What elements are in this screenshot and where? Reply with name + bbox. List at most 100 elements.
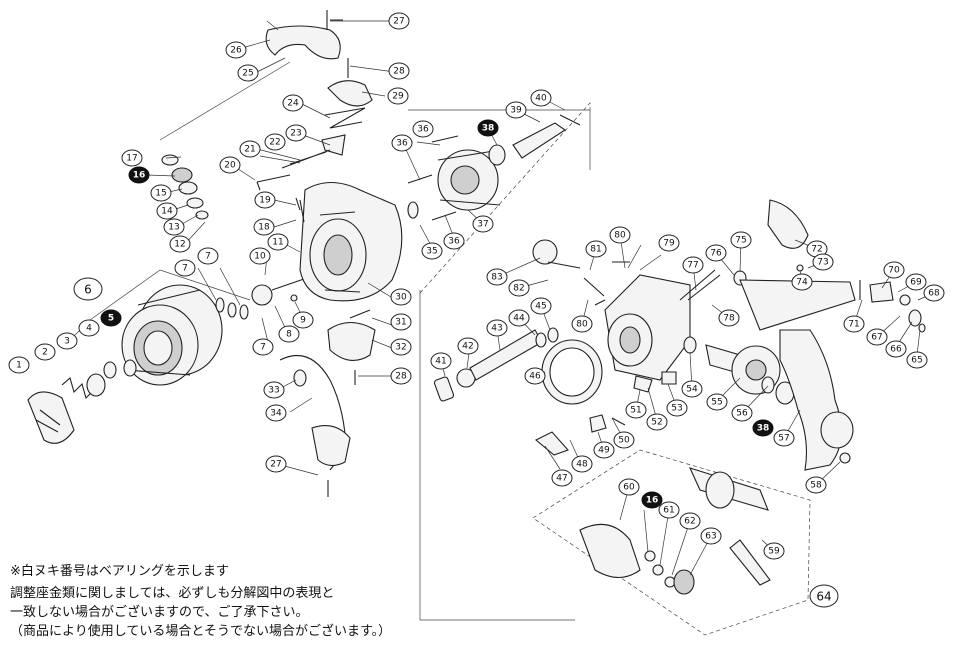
part-label-44: 44: [508, 309, 530, 327]
part-number: 26: [230, 46, 242, 56]
part-number: 80: [576, 320, 588, 330]
part-label-66: 66: [885, 340, 907, 358]
part-label-57: 57: [773, 429, 795, 447]
part-label-1: 1: [8, 356, 30, 374]
part-label-7: 7: [174, 259, 196, 277]
part-number: 38: [757, 424, 770, 434]
part-number: 50: [618, 436, 630, 446]
part-label-60: 60: [618, 478, 640, 496]
part-number: 46: [529, 372, 541, 382]
part-label-42: 42: [457, 337, 479, 355]
part-number: 64: [816, 590, 831, 604]
part-label-83: 83: [486, 268, 508, 286]
part-number: 36: [448, 237, 460, 247]
spool-part: [121, 284, 223, 386]
part-number: 59: [768, 547, 780, 557]
part-label-31: 31: [390, 313, 412, 331]
part-label-64: 64: [809, 584, 839, 608]
part-number: 4: [86, 324, 92, 334]
part-number: 22: [269, 138, 280, 148]
part-number: 34: [270, 409, 282, 419]
part-label-37: 37: [472, 215, 494, 233]
part-number: 78: [723, 314, 735, 324]
part-label-16: 16: [128, 166, 150, 184]
part-label-52: 52: [646, 413, 668, 431]
part-number: 75: [735, 236, 746, 246]
part-label-73: 73: [812, 253, 834, 271]
part-number: 29: [392, 92, 404, 102]
pinion-gear-part: [512, 122, 566, 159]
part-number: 3: [64, 337, 70, 347]
part-number: 8: [286, 330, 292, 340]
part-label-48: 48: [571, 455, 593, 473]
part-label-29: 29: [387, 87, 409, 105]
part-label-67: 67: [866, 328, 888, 346]
part-label-23: 23: [285, 124, 307, 142]
part-label-8: 8: [278, 325, 300, 343]
part-number: 56: [736, 409, 748, 419]
part-number: 12: [174, 240, 185, 250]
part-label-26: 26: [225, 41, 247, 59]
part-number: 51: [630, 406, 641, 416]
body-cover-part: [437, 149, 501, 211]
part-label-11: 11: [267, 233, 289, 251]
part-label-36: 36: [412, 120, 434, 138]
part-label-46: 46: [524, 367, 546, 385]
part-label-3: 3: [56, 332, 78, 350]
part-number: 7: [260, 343, 266, 353]
part-label-35: 35: [421, 242, 443, 260]
part-label-38: 38: [752, 419, 774, 437]
part-label-24: 24: [282, 94, 304, 112]
part-number: 45: [535, 302, 546, 312]
part-number: 10: [254, 252, 266, 262]
part-number: 14: [161, 207, 173, 217]
part-label-14: 14: [156, 202, 178, 220]
part-number: 23: [290, 129, 301, 139]
washer-note-line-2: 一致しない場合がございますので、ご了承下さい。: [10, 605, 309, 620]
bail-arm-part: [265, 25, 341, 60]
part-number: 2: [42, 348, 48, 358]
part-label-69: 69: [905, 273, 927, 291]
part-number: 27: [393, 17, 404, 27]
part-label-81: 81: [585, 240, 607, 258]
part-number: 72: [811, 245, 822, 255]
part-label-30: 30: [390, 288, 412, 306]
part-label-43: 43: [486, 319, 508, 337]
part-number: 69: [910, 278, 922, 288]
part-number: 47: [556, 474, 567, 484]
part-label-78: 78: [718, 309, 740, 327]
part-number: 58: [810, 481, 822, 491]
part-number: 41: [435, 357, 446, 367]
part-label-68: 68: [923, 284, 945, 302]
part-number: 79: [663, 239, 675, 249]
part-label-22: 22: [264, 133, 286, 151]
part-number: 31: [395, 318, 406, 328]
part-label-40: 40: [530, 89, 552, 107]
part-number: 57: [778, 434, 789, 444]
part-number-labels: 1234567778910111213141516171819202122232…: [8, 12, 945, 608]
part-label-27: 27: [265, 455, 287, 473]
part-number: 71: [848, 320, 859, 330]
spring-part: [61, 377, 95, 400]
part-number: 19: [259, 196, 271, 206]
part-number: 38: [482, 124, 495, 134]
part-number: 9: [300, 316, 306, 326]
part-label-49: 49: [593, 441, 615, 459]
part-label-77: 77: [682, 256, 704, 274]
part-number: 43: [491, 324, 502, 334]
part-label-36: 36: [391, 134, 413, 152]
part-number: 40: [535, 94, 547, 104]
part-number: 54: [686, 385, 698, 395]
part-label-80: 80: [571, 315, 593, 333]
part-label-65: 65: [906, 351, 928, 369]
part-number: 81: [590, 245, 601, 255]
part-label-47: 47: [551, 469, 573, 487]
part-label-21: 21: [239, 140, 261, 158]
part-number: 7: [205, 252, 211, 262]
part-label-13: 13: [163, 218, 185, 236]
part-label-50: 50: [613, 431, 635, 449]
part-number: 55: [711, 398, 722, 408]
part-label-45: 45: [530, 297, 552, 315]
part-label-7: 7: [197, 247, 219, 265]
part-number: 62: [684, 517, 695, 527]
